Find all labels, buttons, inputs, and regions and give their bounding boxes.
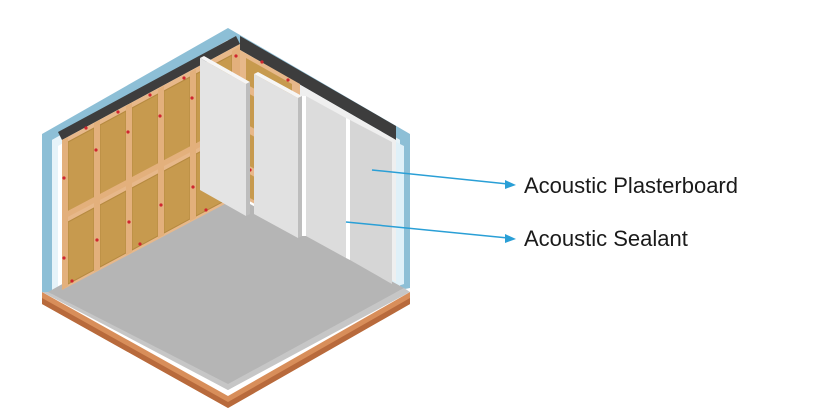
plasterboard-sheets bbox=[200, 56, 392, 284]
plasterboard-sheet bbox=[200, 56, 250, 216]
callout-acoustic-plasterboard: Acoustic Plasterboard bbox=[524, 173, 738, 198]
plasterboard-leader-line bbox=[371, 169, 509, 185]
left-wall-stud-frame bbox=[58, 36, 240, 290]
plasterboard-arrowhead-icon bbox=[505, 180, 516, 189]
sealant-arrowhead-icon bbox=[505, 234, 516, 243]
plasterboard-sheet bbox=[254, 72, 302, 238]
sealant-leader-line bbox=[345, 221, 509, 239]
plasterboard-sheet bbox=[350, 120, 392, 284]
callout-leaders bbox=[345, 169, 516, 243]
callout-acoustic-sealant: Acoustic Sealant bbox=[524, 226, 688, 251]
timber-noggings bbox=[62, 120, 240, 220]
sealant-dots bbox=[62, 54, 238, 283]
sealant-joint bbox=[346, 118, 350, 260]
plasterboard-sheet bbox=[306, 96, 346, 258]
floor-slab bbox=[42, 192, 410, 408]
